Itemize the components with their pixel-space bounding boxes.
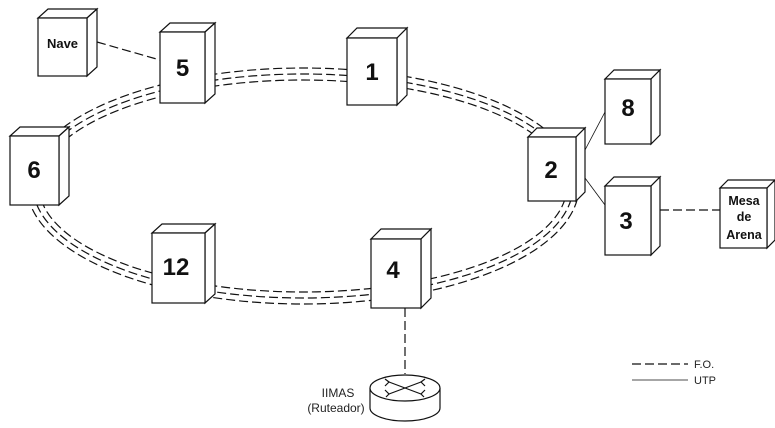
node-mesa-side xyxy=(766,179,775,250)
node-6: 6 xyxy=(8,125,71,207)
link-nave-5 xyxy=(96,41,161,61)
router-icon xyxy=(369,374,441,422)
links xyxy=(96,41,720,374)
fiber-ring xyxy=(26,67,580,305)
link-2-8 xyxy=(584,111,606,151)
node-4-side xyxy=(420,227,432,310)
router: IIMAS (Ruteador) xyxy=(307,374,441,422)
node-nave: Nave xyxy=(36,7,99,78)
node-mesa-de-arena: Mesa de Arena xyxy=(718,179,775,250)
node-mesa-face xyxy=(719,187,768,249)
node-2-face xyxy=(527,136,577,202)
router-label-line-2: (Ruteador) xyxy=(307,401,364,415)
node-5-side xyxy=(204,21,216,105)
node-5-face xyxy=(159,31,206,104)
fiber-ring-outer xyxy=(26,67,580,305)
node-nave-side xyxy=(86,7,98,78)
node-mesa-label-line-1: Mesa xyxy=(728,194,760,208)
node-6-label: 6 xyxy=(27,157,40,184)
node-12-side xyxy=(204,222,216,305)
node-12: 12 xyxy=(150,222,217,305)
router-label-line-1: IIMAS xyxy=(322,386,355,400)
node-8-label: 8 xyxy=(621,95,634,122)
node-8-face xyxy=(604,78,652,145)
node-12-top xyxy=(150,223,217,234)
legend-utp-label: UTP xyxy=(694,375,716,387)
node-3: 3 xyxy=(603,175,662,257)
node-6-side xyxy=(58,125,70,207)
node-nave-face xyxy=(37,17,88,77)
node-mesa-top xyxy=(718,179,775,189)
node-2-side xyxy=(575,126,586,203)
node-2-top xyxy=(526,127,587,138)
node-mesa-label-line-3: Arena xyxy=(726,228,762,242)
node-4-label: 4 xyxy=(386,257,400,284)
node-1-side xyxy=(396,26,408,107)
link-2-3 xyxy=(584,177,606,206)
node-3-face xyxy=(604,185,652,256)
node-1: 1 xyxy=(345,26,409,107)
node-8: 8 xyxy=(603,68,662,146)
legend: F.O. UTP xyxy=(632,359,716,387)
node-3-side xyxy=(650,175,661,257)
node-6-face xyxy=(9,135,60,206)
fiber-ring-middle xyxy=(32,73,574,299)
fiber-ring-inner xyxy=(38,79,568,293)
node-8-side xyxy=(650,68,661,146)
node-4: 4 xyxy=(369,227,433,310)
node-2-label: 2 xyxy=(544,157,557,184)
node-5: 5 xyxy=(158,21,217,105)
node-5-label: 5 xyxy=(176,55,189,82)
node-4-face xyxy=(370,238,422,309)
node-12-label: 12 xyxy=(163,254,190,281)
node-1-label: 1 xyxy=(365,59,378,86)
legend-fo-label: F.O. xyxy=(694,359,714,371)
node-2: 2 xyxy=(526,126,587,203)
node-mesa-label-line-2: de xyxy=(737,210,752,224)
node-nave-label: Nave xyxy=(47,36,78,51)
node-3-label: 3 xyxy=(619,208,632,235)
node-12-face xyxy=(151,232,206,304)
node-1-face xyxy=(346,37,398,106)
